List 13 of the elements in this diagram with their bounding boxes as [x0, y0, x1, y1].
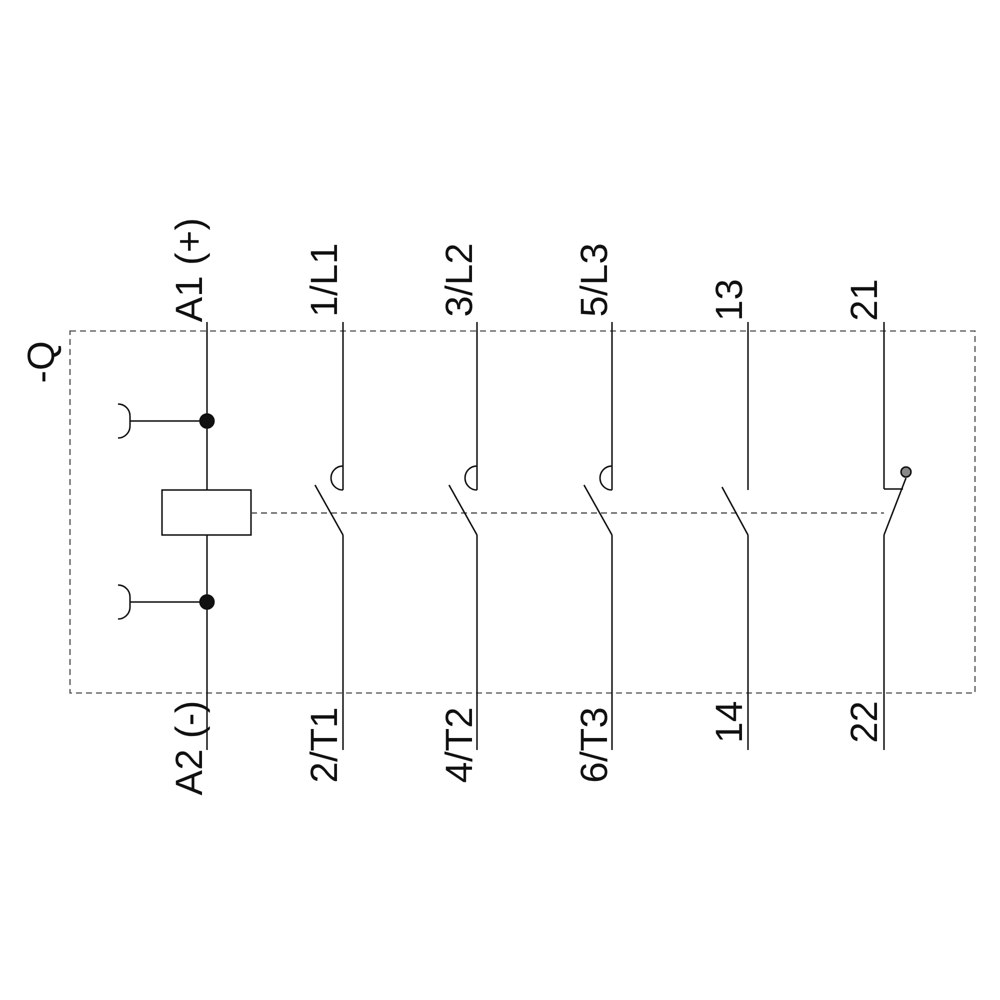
terminal-label: 14	[710, 700, 750, 744]
terminal-label: 1/L1	[305, 243, 345, 317]
terminal-label: 4/T2	[440, 706, 480, 784]
terminal-label: 2/T1	[305, 706, 345, 784]
terminal-label: A1 (+)	[170, 218, 210, 322]
terminal-label: 21	[845, 278, 885, 322]
terminal-label: 22	[845, 700, 885, 744]
terminal-label: 6/T3	[575, 706, 615, 784]
device-designation: -Q	[22, 340, 62, 384]
terminal-label: A2 (-)	[170, 700, 210, 796]
terminal-label: 3/L2	[440, 243, 480, 317]
terminal-label: 5/L3	[575, 243, 615, 317]
terminal-label: 13	[710, 278, 750, 322]
